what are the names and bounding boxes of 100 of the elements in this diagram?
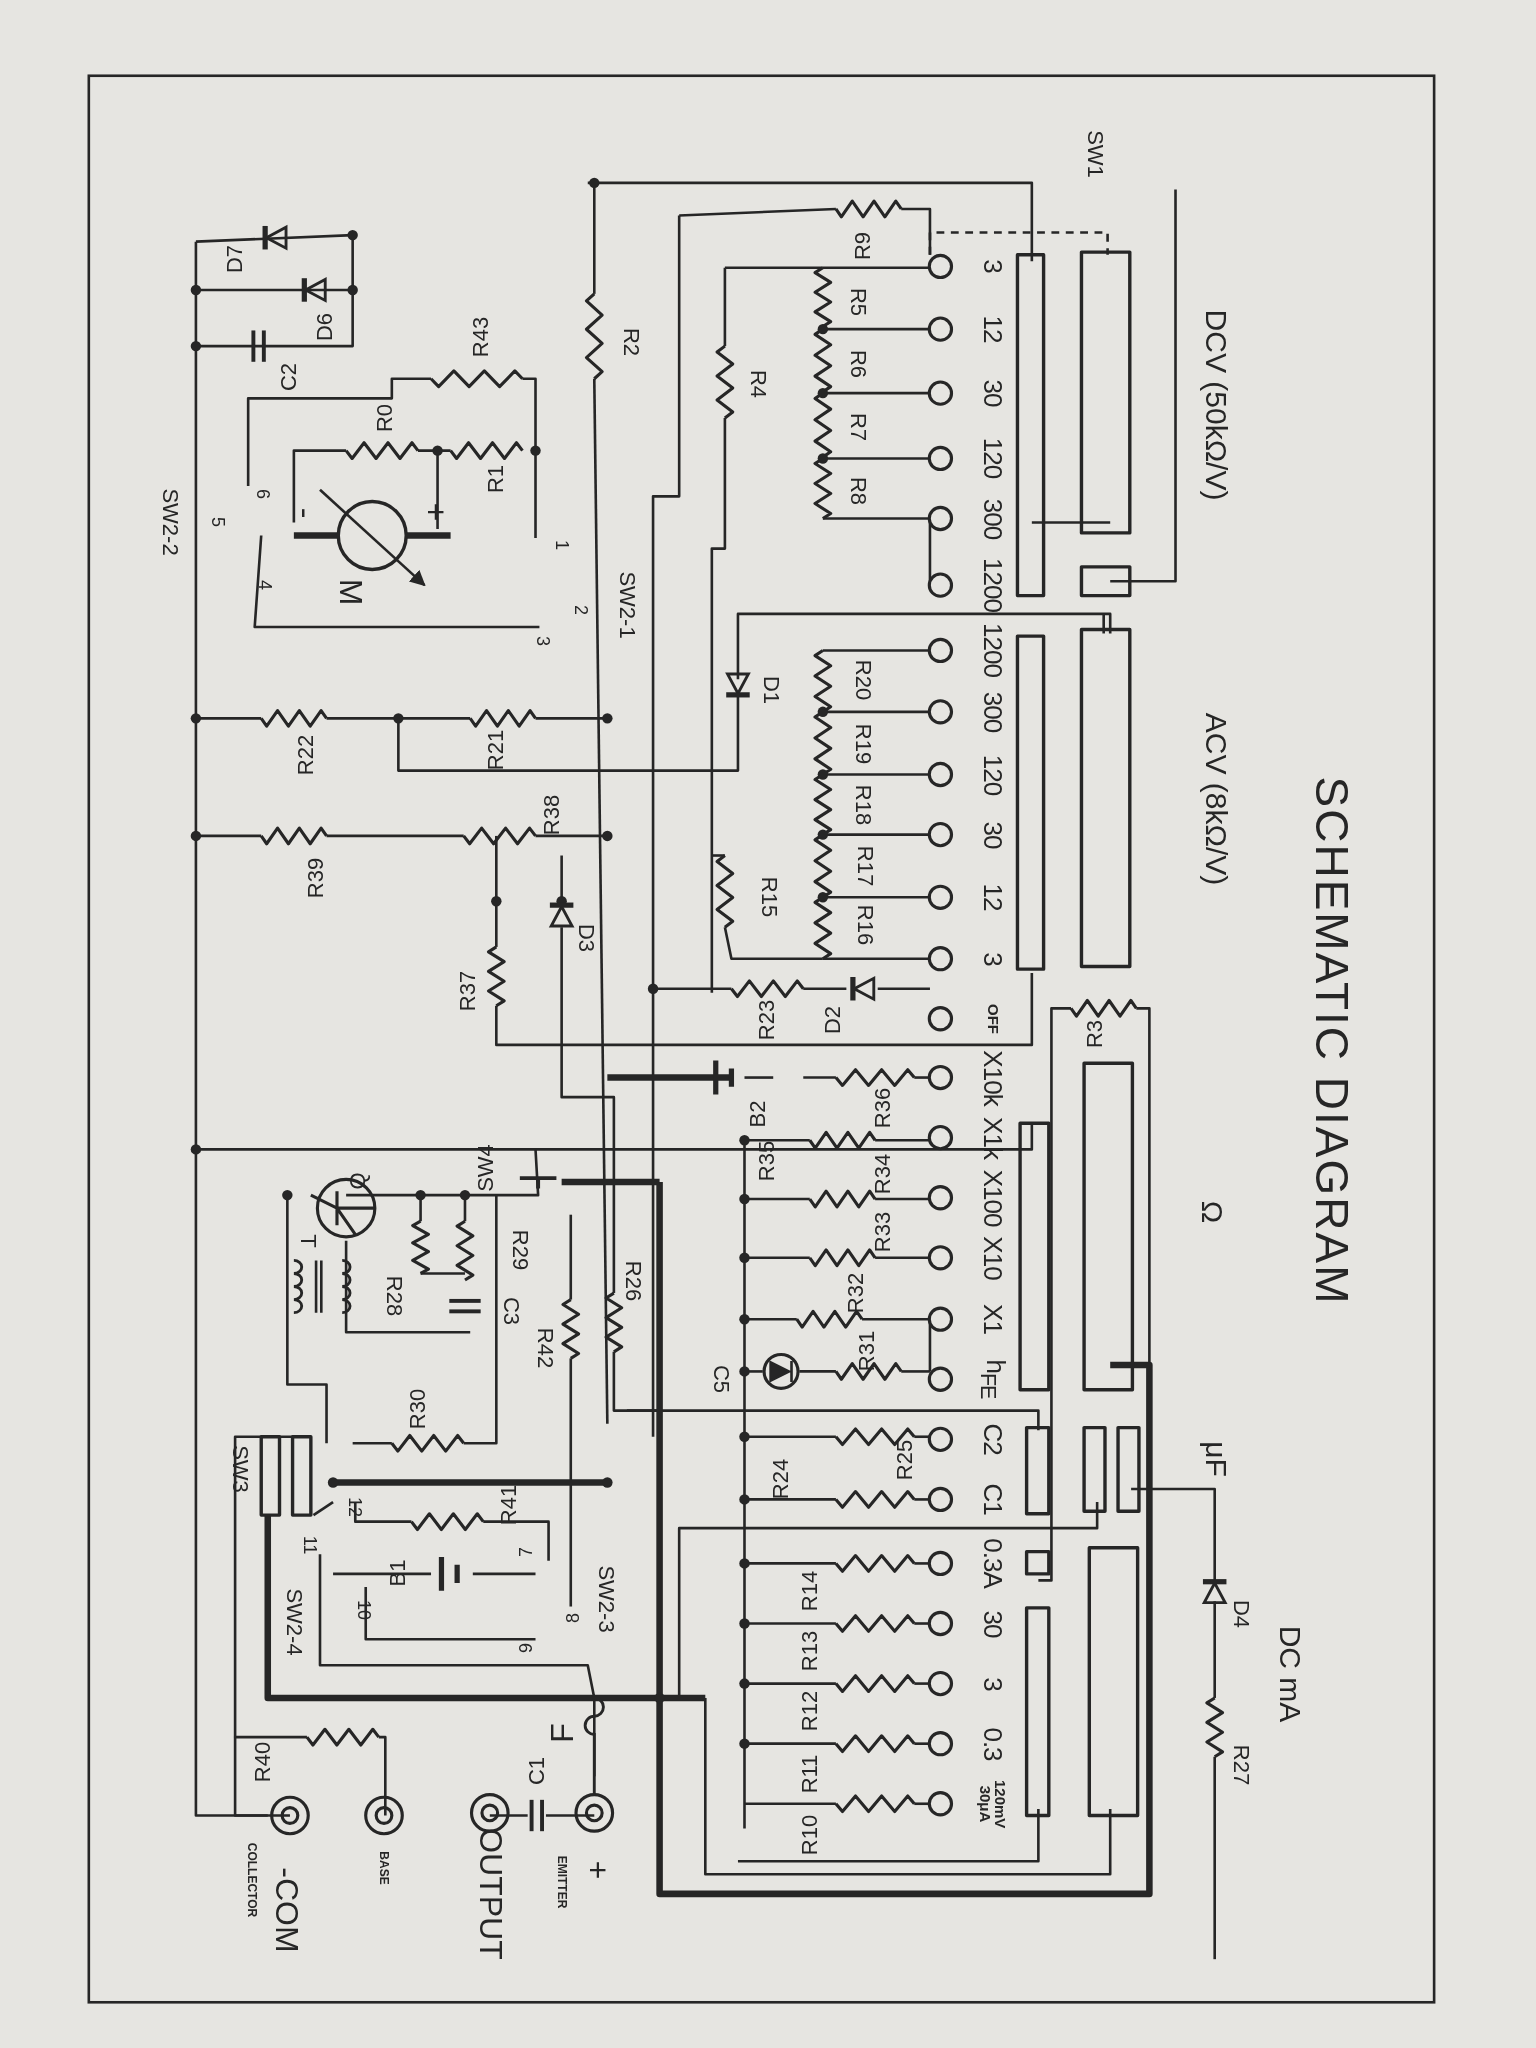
range-value: X1: [979, 1304, 1006, 1335]
range-value: X10: [979, 1236, 1006, 1280]
range-value: 12: [979, 315, 1006, 343]
range-heading: μF: [1201, 1441, 1231, 1477]
range-value: 120: [979, 754, 1006, 795]
component-label: SW2-1: [615, 571, 638, 639]
pin-number: 1: [552, 539, 571, 550]
component-label: R9: [852, 231, 875, 260]
pin-number: 3: [534, 636, 553, 647]
range-value: OFF: [985, 1002, 1001, 1036]
component-label: C3: [499, 1297, 522, 1326]
component-label: R10: [798, 1814, 821, 1856]
range-value: 120: [979, 438, 1006, 479]
component-label: SW1: [1083, 130, 1106, 178]
component-label: R14: [798, 1570, 821, 1611]
terminal-label: OUTPUT: [475, 1828, 508, 1960]
pin-number: 9: [517, 1643, 536, 1654]
component-label: C2: [277, 363, 300, 392]
range-value: 3: [979, 1676, 1006, 1691]
component-label: R17: [853, 845, 876, 887]
component-label: D7: [224, 244, 247, 273]
component-label: R36: [871, 1087, 894, 1128]
component-label: R23: [755, 999, 778, 1041]
component-label: SW2-2: [158, 488, 181, 557]
pin-number: 4: [256, 580, 275, 591]
range-value: 1200: [979, 623, 1006, 678]
component-label: D1: [759, 675, 782, 704]
component-label: R32: [844, 1272, 867, 1314]
diagram-title: SCHEMATIC DIAGRAM: [1309, 776, 1356, 1306]
component-label: R8: [847, 477, 870, 506]
range-value: 0.3: [979, 1727, 1006, 1761]
component-label: R27: [1229, 1744, 1252, 1785]
component-label: R0: [374, 403, 397, 432]
component-label: R26: [622, 1261, 645, 1302]
terminal-label: +: [582, 1861, 615, 1880]
component-label: R2: [619, 328, 642, 357]
component-label: R24: [770, 1458, 793, 1499]
component-label: SW2-4: [282, 1588, 305, 1656]
component-label: R18: [852, 784, 875, 825]
terminal-label: M: [335, 578, 368, 605]
range-value: 0.3A: [979, 1538, 1006, 1589]
pin-number: 2: [572, 604, 591, 615]
range-heading: ACV (8kΩ/V): [1201, 713, 1231, 886]
range-value: X100: [979, 1169, 1006, 1227]
range-value: 30: [979, 821, 1006, 849]
component-label: R31: [856, 1330, 879, 1371]
pin-number: 11: [300, 1535, 319, 1555]
component-label: R25: [894, 1440, 917, 1481]
range-value: 30: [979, 379, 1006, 407]
terminal-label: EMITTER: [555, 1855, 568, 1909]
component-label: D4: [1229, 1600, 1252, 1629]
pin-number: 6: [253, 488, 272, 499]
component-label: R39: [305, 857, 328, 898]
component-label: R38: [541, 794, 564, 836]
range-value: C2: [979, 1423, 1006, 1455]
range-heading: Ω: [1197, 1200, 1228, 1224]
component-label: C1: [525, 1757, 548, 1786]
component-label: C5: [709, 1365, 732, 1394]
terminal-label: F: [545, 1723, 578, 1743]
component-label: R28: [383, 1275, 406, 1316]
range-value: 120mV 30μA: [977, 1779, 1008, 1828]
terminal-label: BASE: [378, 1851, 390, 1885]
terminal-label: +: [420, 502, 453, 522]
terminal-label: -: [289, 507, 322, 519]
component-label: R3: [1083, 1020, 1106, 1049]
component-label: R11: [798, 1754, 821, 1794]
component-label: R42: [533, 1327, 556, 1369]
range-heading: DC mA: [1275, 1626, 1306, 1723]
range-value: 3: [979, 259, 1006, 274]
component-label: R13: [798, 1630, 821, 1672]
range-value: 300: [979, 498, 1006, 539]
component-label: R43: [469, 316, 492, 358]
range-heading: DCV (50kΩ/V): [1201, 309, 1231, 501]
component-label: R40: [251, 1741, 274, 1783]
component-label: D2: [822, 1006, 845, 1035]
component-label: R21: [485, 729, 508, 770]
component-label: R7: [847, 413, 870, 442]
component-label: R37: [456, 971, 479, 1012]
pin-number: 5: [209, 517, 228, 528]
range-value: 30: [979, 1610, 1006, 1637]
terminal-label: -COM: [271, 1866, 304, 1953]
range-value: 300: [979, 691, 1006, 732]
component-label: R34: [871, 1154, 894, 1195]
component-label: D3: [575, 923, 598, 952]
component-label: R12: [798, 1690, 821, 1732]
component-label: SW2-3: [595, 1565, 618, 1633]
component-label: R1: [485, 465, 508, 494]
range-value: C1: [979, 1483, 1006, 1516]
component-label: R30: [406, 1389, 429, 1430]
range-value: 12: [979, 883, 1006, 911]
component-label: R16: [853, 904, 876, 945]
terminal-label: COLLECTOR: [246, 1842, 259, 1917]
component-label: R33: [871, 1211, 894, 1252]
component-label: R22: [294, 734, 317, 776]
component-label: R20: [852, 660, 875, 701]
component-label: R6: [847, 350, 870, 379]
pin-number: 8: [564, 1613, 583, 1624]
component-label: R4: [746, 369, 769, 399]
component-label: D6: [314, 312, 337, 341]
range-value: 3: [979, 951, 1006, 966]
